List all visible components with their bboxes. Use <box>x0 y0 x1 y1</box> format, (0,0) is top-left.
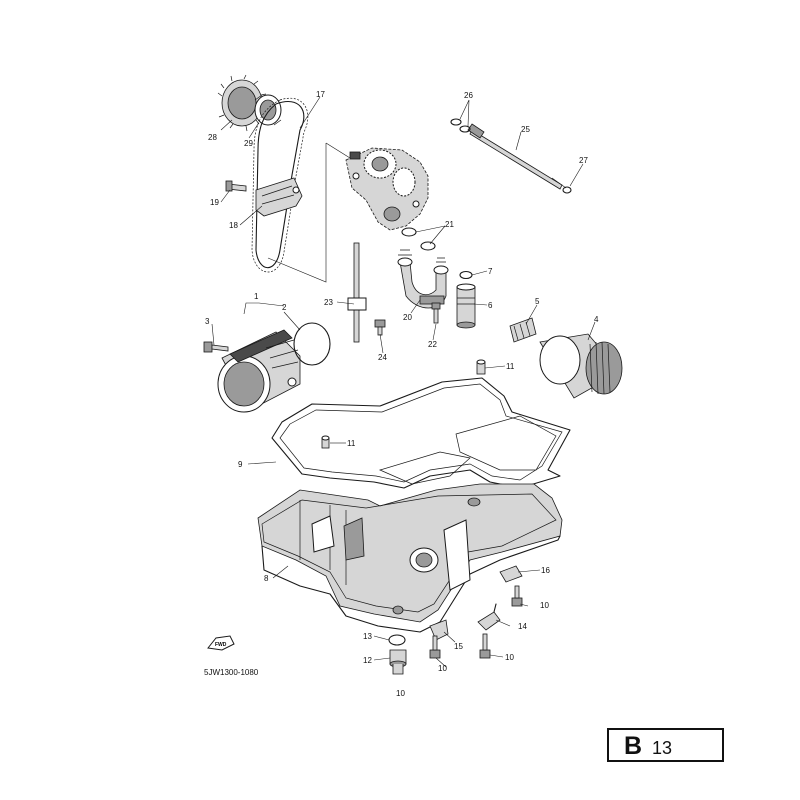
callout-18: 18 <box>229 221 238 230</box>
page-badge-letter: B <box>624 732 643 760</box>
bolt-part-24 <box>374 319 386 336</box>
callout-28: 28 <box>208 133 217 142</box>
callout-11-b: 11 <box>347 439 356 448</box>
page-badge-number: 13 <box>652 738 673 758</box>
page-badge: B 13 <box>607 728 724 762</box>
callout-2: 2 <box>282 303 287 312</box>
leader-lines <box>211 96 596 668</box>
drive-chain-part-17 <box>251 97 309 273</box>
callout-8: 8 <box>264 574 269 583</box>
drawing-code: 5JW1300-1080 <box>204 668 259 677</box>
bolt-part-19 <box>225 180 247 192</box>
bolt-part-10c <box>429 635 441 659</box>
callout-labels: 1 2 3 4 5 6 7 8 9 10 10 10 10 11 11 12 1… <box>205 90 599 698</box>
bearing-part-29 <box>254 94 282 126</box>
callout-9: 9 <box>238 460 243 469</box>
callout-3: 3 <box>205 317 210 326</box>
callout-5: 5 <box>535 297 540 306</box>
o-ring-part-26 <box>450 118 471 133</box>
callout-4: 4 <box>594 315 599 324</box>
clamp-part-15 <box>429 619 449 641</box>
chain-guide-part-18 <box>255 177 303 217</box>
callout-27: 27 <box>579 156 588 165</box>
union-bolt-part-5 <box>509 317 537 343</box>
gasket-part-9 <box>271 377 571 489</box>
gasket-part-13 <box>388 634 406 646</box>
callout-22: 22 <box>428 340 437 349</box>
shaft-part-25 <box>467 123 567 190</box>
callout-25: 25 <box>521 125 530 134</box>
callout-10-b: 10 <box>505 653 514 662</box>
oil-pump-assembly <box>345 147 429 231</box>
oil-pipe-part-20 <box>397 249 449 309</box>
oil-cooler-part-1 <box>217 329 301 413</box>
drain-plug-part-12 <box>389 649 407 675</box>
callout-15: 15 <box>454 642 463 651</box>
oil-filter-part-4 <box>539 333 623 399</box>
callout-7: 7 <box>488 267 493 276</box>
callout-16: 16 <box>541 566 550 575</box>
dowel-pin-part-11b <box>321 435 330 449</box>
clamp-part-14 <box>477 603 501 631</box>
relief-valve-part-6 <box>456 283 476 329</box>
callout-21: 21 <box>445 220 454 229</box>
bolt-part-3 <box>203 341 229 353</box>
callout-17: 17 <box>316 90 325 99</box>
oil-pan-part-8 <box>257 483 563 633</box>
pump-group-bracket <box>267 142 351 283</box>
callout-24: 24 <box>378 353 387 362</box>
callout-14: 14 <box>518 622 527 631</box>
callout-10-a: 10 <box>540 601 549 610</box>
callout-19: 19 <box>210 198 219 207</box>
fwd-label: FWD <box>215 642 227 648</box>
callout-10-d: 10 <box>396 689 405 698</box>
clamp-part-16 <box>499 565 523 583</box>
dowel-pin-part-11a <box>476 359 486 375</box>
callout-13: 13 <box>363 632 372 641</box>
callout-20: 20 <box>403 313 412 322</box>
callout-1: 1 <box>254 292 259 301</box>
callout-12: 12 <box>363 656 372 665</box>
o-ring-part-27 <box>562 186 572 194</box>
callout-6: 6 <box>488 301 493 310</box>
bolt-part-22 <box>431 302 441 324</box>
o-ring-part-2 <box>293 322 331 366</box>
callout-10-c: 10 <box>438 664 447 673</box>
bolt-part-10b <box>479 633 491 659</box>
callout-29: 29 <box>244 139 253 148</box>
callout-23: 23 <box>324 298 333 307</box>
level-rod-part-23 <box>347 242 367 343</box>
fwd-arrow-icon: FWD <box>207 635 235 651</box>
bolt-part-10a <box>511 585 523 607</box>
o-ring-part-7 <box>459 270 473 280</box>
callout-26: 26 <box>464 91 473 100</box>
callout-11-a: 11 <box>506 362 515 371</box>
